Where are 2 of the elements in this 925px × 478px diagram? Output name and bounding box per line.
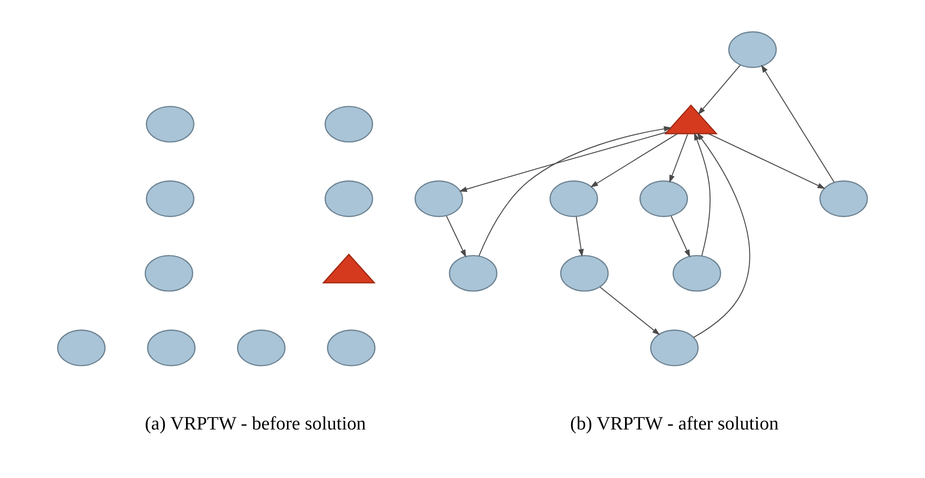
label: (a) VRPTW - before solution: [144, 413, 366, 434]
label: (b) VRPTW - after solution: [570, 413, 779, 434]
